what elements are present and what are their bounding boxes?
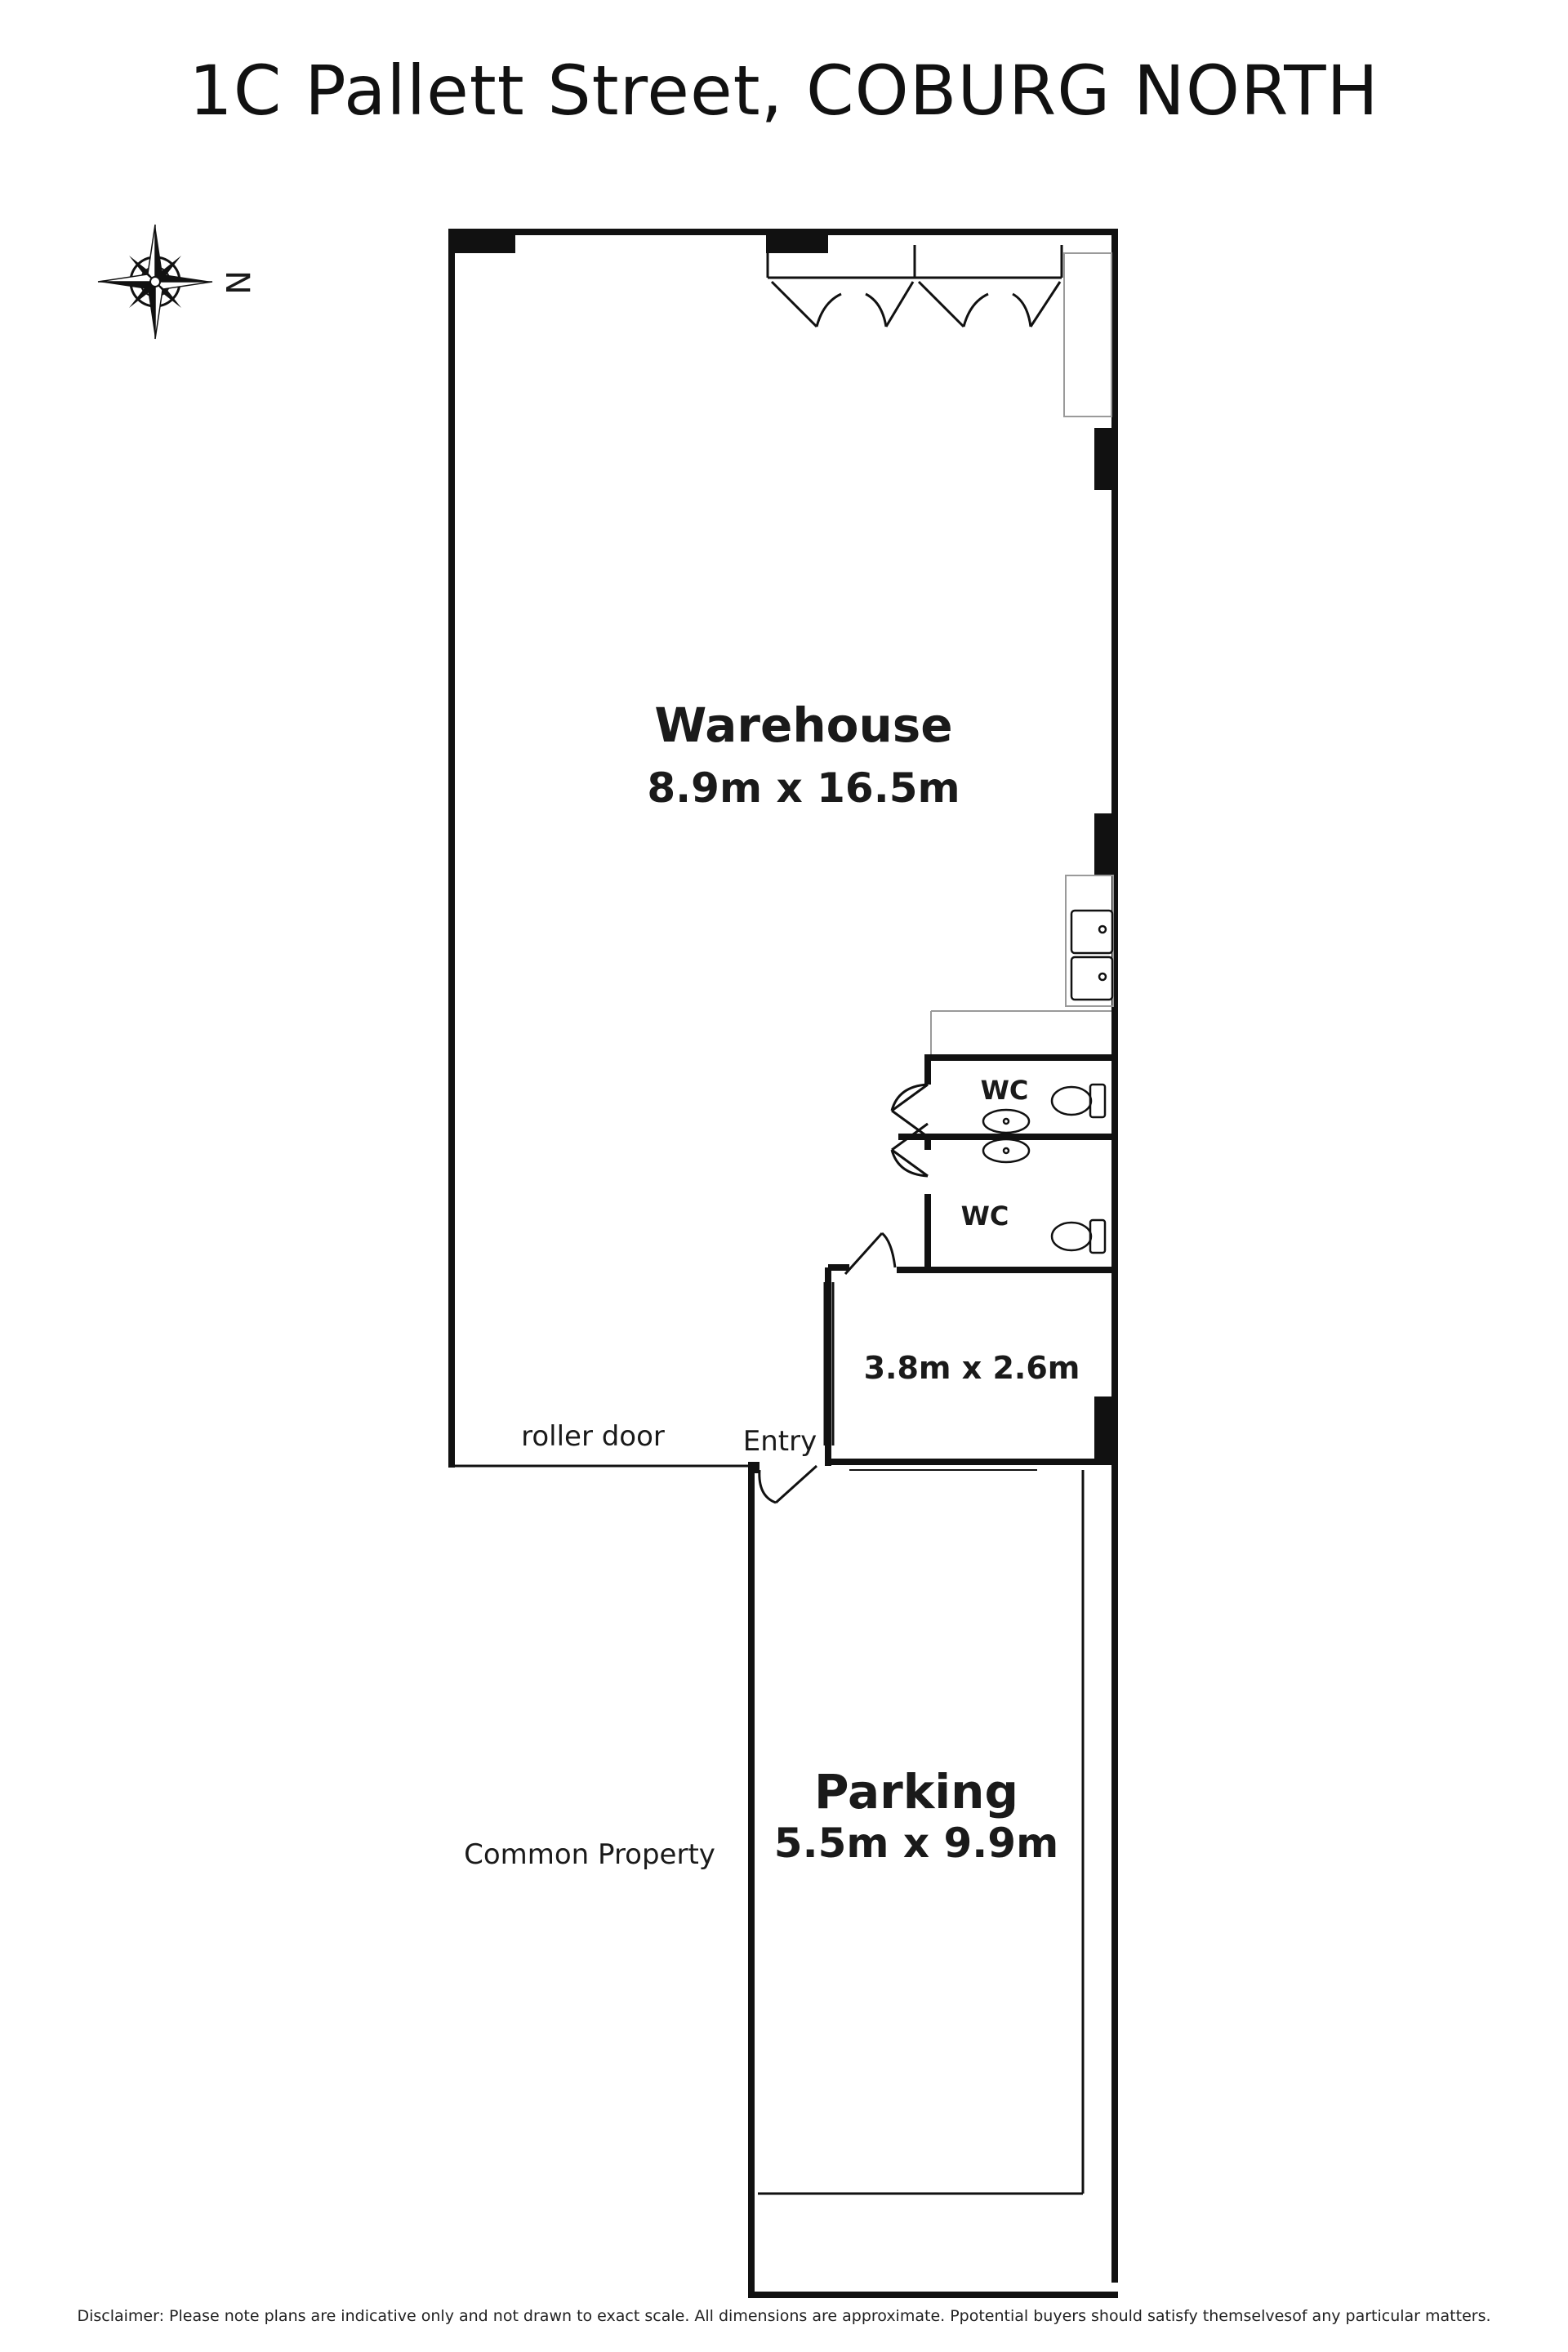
- warehouse-dimensions: 8.9m x 16.5m: [647, 764, 960, 812]
- entry-door: [758, 1464, 818, 1504]
- thin-partitions: [930, 252, 1114, 1058]
- compass-rose-icon: [97, 224, 213, 340]
- entry-label: Entry: [743, 1425, 817, 1458]
- roller-door-label: roller door: [521, 1420, 665, 1453]
- north-label: N: [218, 270, 256, 295]
- warehouse-name: Warehouse: [654, 697, 952, 753]
- page-title: 1C Pallett Street, COBURG NORTH: [189, 51, 1379, 131]
- parking-name: Parking: [814, 1764, 1018, 1820]
- toilet-icon: [1050, 1083, 1107, 1254]
- disclaimer-text: Disclaimer: Please note plans are indica…: [77, 2307, 1491, 2325]
- parking-dimensions: 5.5m x 9.9m: [774, 1820, 1058, 1867]
- wc-upper-label: WC: [981, 1075, 1029, 1106]
- common-property-label: Common Property: [464, 1838, 715, 1871]
- top-windows: [766, 245, 1063, 328]
- wc-lower-label: WC: [961, 1200, 1009, 1232]
- basin-icon: [982, 1108, 1031, 1164]
- wc-door-swings: [890, 1083, 929, 1178]
- parking-inner-lines: [758, 1461, 1085, 2195]
- wc-walls: [825, 1054, 1115, 1466]
- warehouse-walls: [448, 229, 1118, 2283]
- sink-icon: [1070, 909, 1114, 1001]
- office-dimensions: 3.8m x 2.6m: [864, 1350, 1080, 1386]
- office-door: [823, 1232, 897, 1446]
- wall-blocks: [450, 230, 1117, 1473]
- parking-walls: [748, 1466, 1118, 2298]
